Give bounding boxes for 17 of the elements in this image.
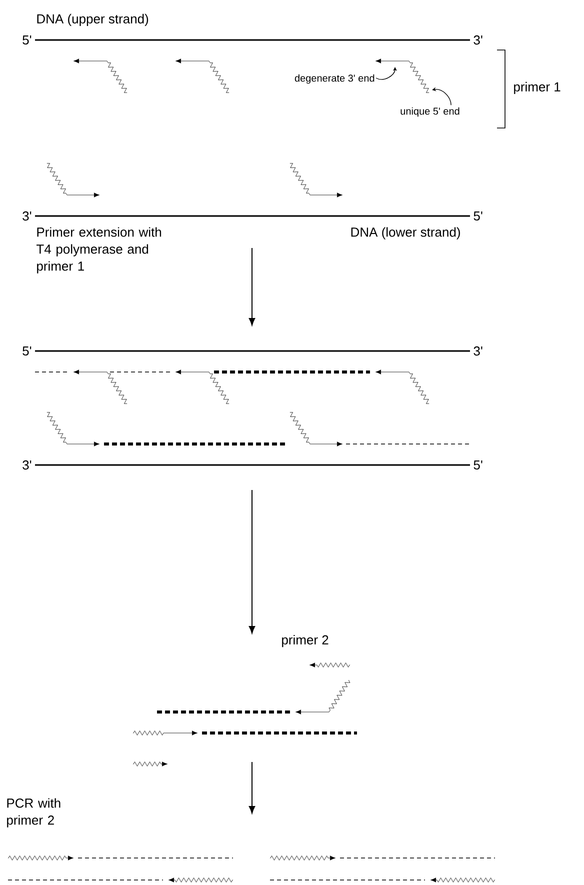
label-text: 3': [474, 35, 482, 45]
annotation-text: degenerate 3' end: [294, 74, 374, 84]
annotation-text: unique 5' end: [400, 107, 460, 117]
label-text: 5': [474, 211, 482, 221]
label-text: DNA (lower strand): [351, 227, 460, 240]
label-text: 5': [474, 460, 482, 470]
label-text: 3': [22, 460, 32, 470]
label-text: primer 1: [514, 82, 560, 94]
label-text: 3': [474, 346, 482, 356]
label-text: primer 2: [282, 634, 328, 648]
label-text: 5': [22, 346, 32, 356]
primer-drawing: [376, 58, 430, 94]
label-text: 3': [22, 211, 32, 221]
label-text: 5': [22, 35, 32, 45]
label-text: DNA (upper strand): [37, 14, 148, 26]
label-text: Primer extension with T4 polymerase and primer 1: [36, 227, 162, 274]
label-text: PCR with primer 2: [7, 798, 60, 828]
